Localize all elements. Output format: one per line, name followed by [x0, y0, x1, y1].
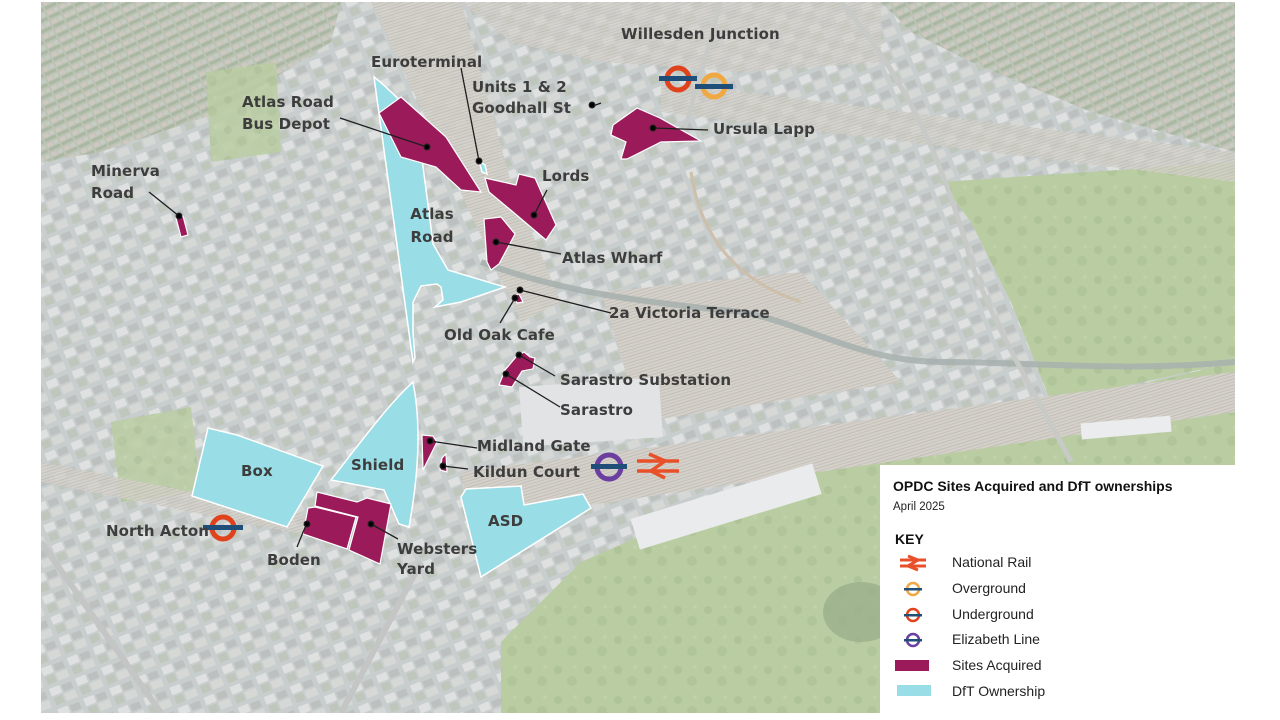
legend-item-sites-acquired: Sites Acquired — [880, 654, 1236, 678]
old-oak-common-national-rail-icon — [637, 452, 679, 480]
label-atlas-road-bus-depot-1: Atlas Road — [242, 93, 334, 111]
legend-date: April 2025 — [893, 501, 945, 513]
label-minerva-2: Road — [91, 184, 135, 202]
label-lords: Lords — [542, 167, 590, 185]
dft-asd — [460, 485, 593, 579]
label-atlas-road-dft-1: Atlas — [410, 205, 454, 223]
willesden-junction-underground-roundel-icon — [659, 65, 697, 93]
legend-title: OPDC Sites Acquired and DfT ownerships — [893, 478, 1173, 494]
legend-label-dft-ownership: DfT Ownership — [952, 683, 1046, 699]
legend-item-elizabeth-line: Elizabeth Line — [880, 628, 1236, 652]
sites-acquired-swatch — [895, 660, 929, 671]
site-sarastro — [498, 351, 536, 388]
site-atlas-wharf — [483, 216, 516, 271]
map-legend: OPDC Sites Acquired and DfT ownerships A… — [880, 465, 1236, 717]
legend-item-underground: Underground — [880, 603, 1236, 627]
label-2a-victoria-terrace: 2a Victoria Terrace — [609, 304, 770, 322]
dft-box — [191, 427, 325, 528]
leader-lines — [148, 67, 709, 548]
label-websters-2: Yard — [397, 560, 436, 578]
label-units-1-2: Units 1 & 2 — [472, 78, 567, 96]
label-sarastro-substation: Sarastro Substation — [560, 371, 732, 389]
label-willesden-junction: Willesden Junction — [621, 25, 780, 43]
national-rail-icon — [900, 554, 926, 572]
label-atlas-road-dft-2: Road — [410, 228, 454, 246]
label-atlas-wharf: Atlas Wharf — [562, 249, 663, 267]
sites-acquired-areas — [175, 96, 704, 565]
dft-shield — [329, 380, 419, 528]
label-atlas-road-bus-depot-2: Bus Depot — [242, 115, 330, 133]
site-atlas-road-bus-depot — [378, 96, 483, 193]
elizabeth-line-roundel-icon — [904, 632, 922, 648]
label-minerva-1: Minerva — [91, 162, 160, 180]
legend-item-national-rail: National Rail — [880, 551, 1236, 575]
site-websters-yard — [314, 491, 392, 565]
label-goodhall-st: Goodhall St — [472, 99, 572, 117]
label-kildun-court: Kildun Court — [473, 463, 580, 481]
label-midland-gate: Midland Gate — [477, 437, 591, 455]
legend-label-overground: Overground — [952, 580, 1026, 596]
underground-roundel-icon — [904, 607, 922, 623]
site-lords — [484, 173, 557, 241]
label-shield: Shield — [351, 456, 405, 474]
old-oak-common-elizabeth-line-roundel-icon — [591, 452, 627, 482]
legend-label-national-rail: National Rail — [952, 554, 1032, 570]
dft-ownership-swatch — [897, 685, 931, 696]
label-box: Box — [241, 462, 273, 480]
label-websters-1: Websters — [397, 540, 478, 558]
legend-item-overground: Overground — [880, 577, 1236, 601]
legend-label-sites-acquired: Sites Acquired — [952, 657, 1042, 673]
label-sarastro: Sarastro — [560, 401, 634, 419]
label-boden: Boden — [267, 551, 321, 569]
dft-euroterminal-sliver — [477, 159, 489, 176]
legend-item-dft-ownership: DfT Ownership — [880, 680, 1236, 704]
label-old-oak-cafe: Old Oak Cafe — [444, 326, 555, 344]
willesden-junction-overground-roundel-icon — [695, 72, 733, 100]
overground-roundel-icon — [904, 581, 922, 597]
label-euroterminal: Euroterminal — [371, 53, 483, 71]
legend-label-elizabeth-line: Elizabeth Line — [952, 631, 1040, 647]
label-north-acton: North Acton — [106, 522, 210, 540]
legend-label-underground: Underground — [952, 606, 1034, 622]
label-ursula-lapp: Ursula Lapp — [713, 120, 815, 138]
legend-key-heading: KEY — [895, 531, 924, 547]
north-acton-underground-roundel-icon — [203, 514, 243, 542]
site-ursula-lapp — [610, 107, 704, 160]
label-asd: ASD — [488, 512, 524, 530]
